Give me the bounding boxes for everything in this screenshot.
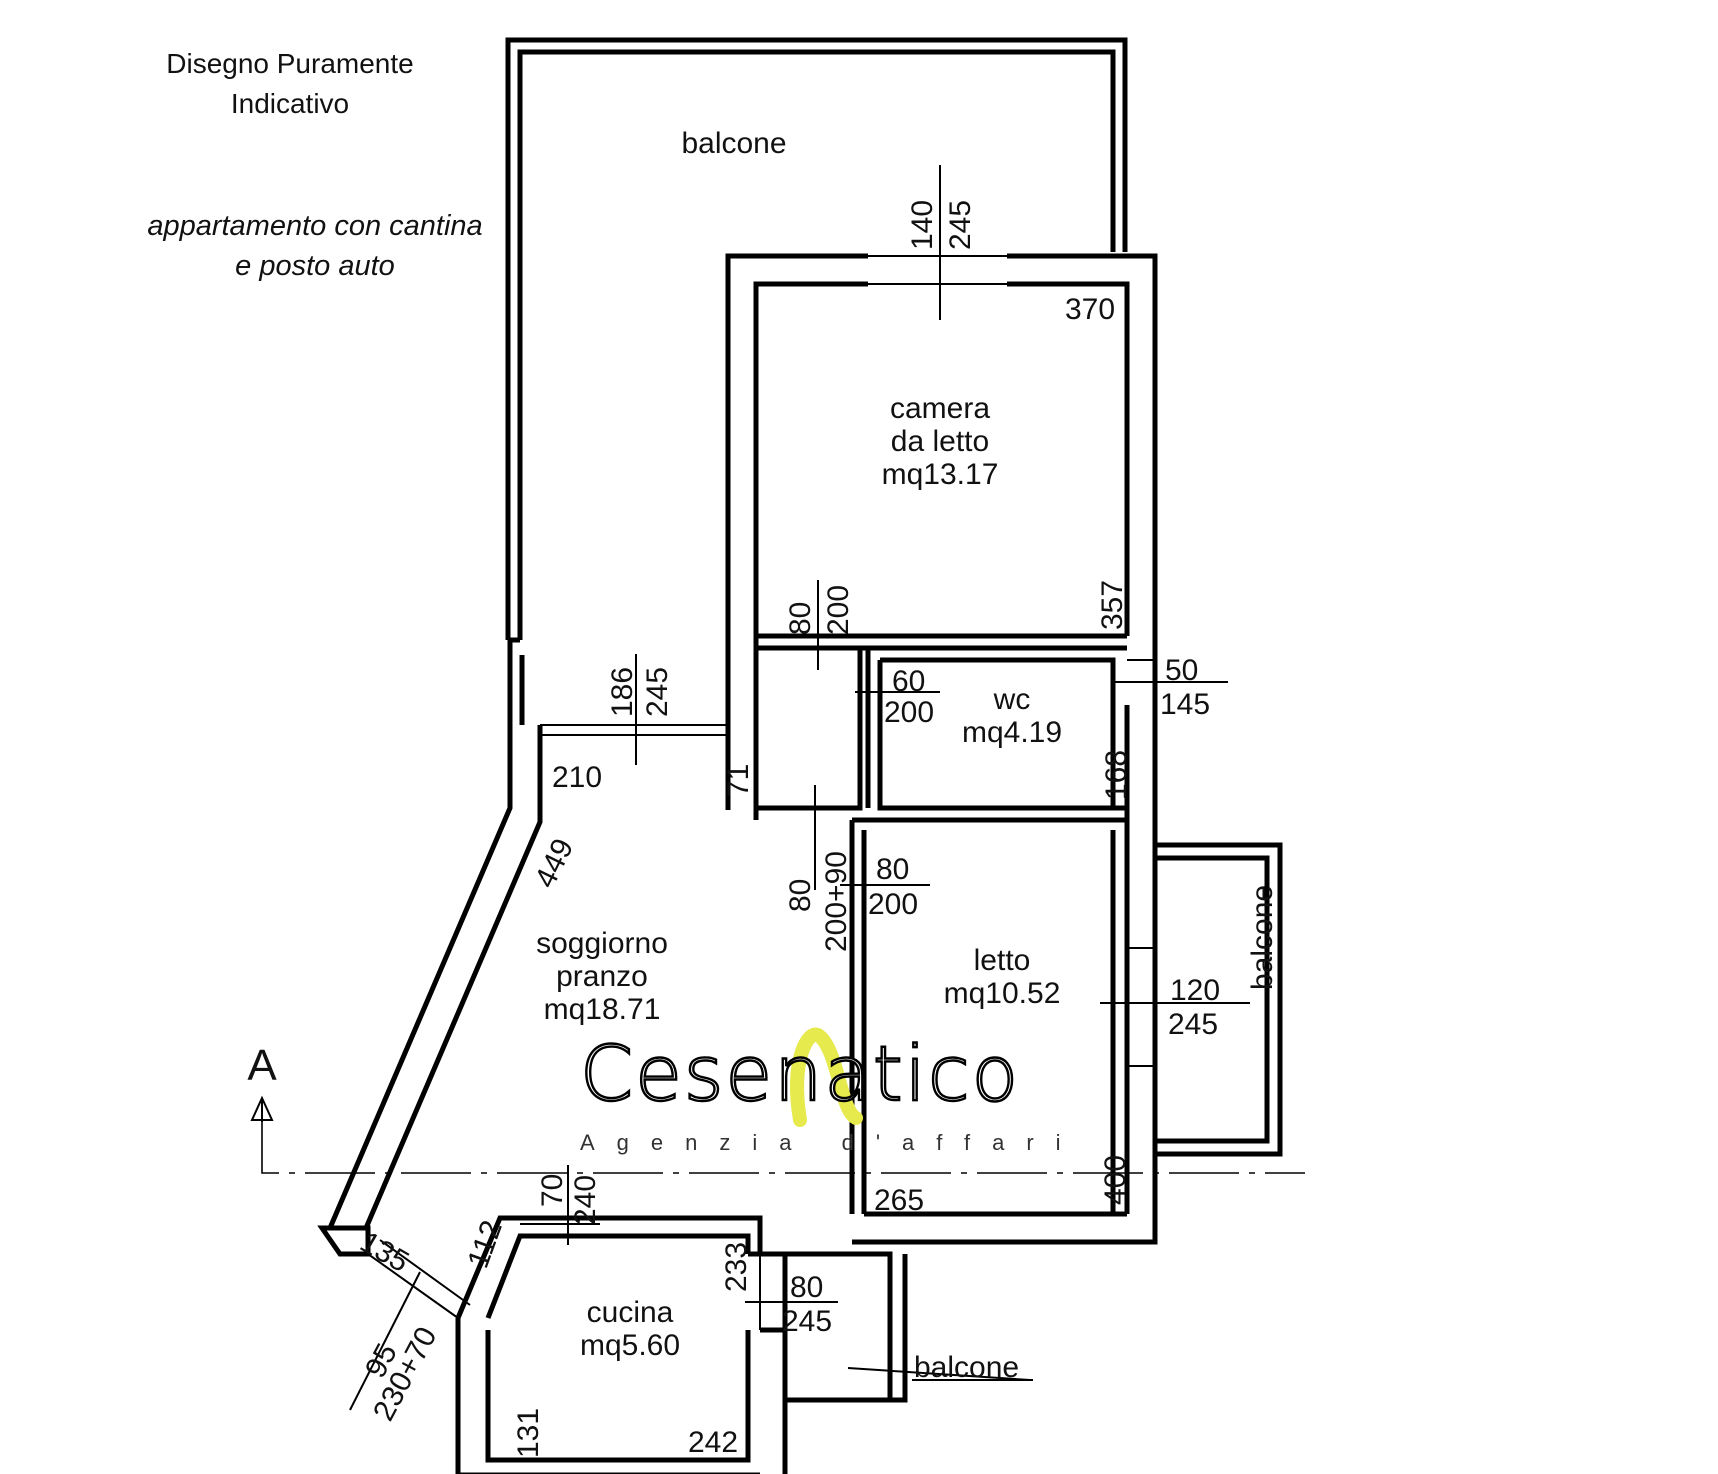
dim-kitchen-door-width: 80: [790, 1271, 823, 1304]
room-label-soggiorno: soggiorno pranzo mq18.71: [536, 927, 668, 1026]
dim-kitchen-opening-width: 70: [536, 1174, 569, 1207]
wc-label: wc: [993, 683, 1031, 716]
dim-wc-depth: 168: [1100, 750, 1133, 800]
description-line-1: appartamento con cantina: [147, 210, 483, 242]
dim-living-window-width: 186: [606, 667, 639, 717]
cucina-label: cucina: [587, 1296, 674, 1329]
dim-letto-door-height: 200: [868, 888, 918, 921]
letto-label: letto: [974, 944, 1031, 977]
dim-233: 233: [720, 1242, 753, 1292]
soggiorno-label-line-2: pranzo: [556, 960, 648, 993]
dim-camera-door-height: 200: [822, 585, 855, 635]
room-label-balcone-top: balcone: [681, 127, 786, 160]
soggiorno-label-line-1: soggiorno: [536, 927, 668, 960]
camera-area: mq13.17: [882, 458, 999, 491]
dimension-ticks: [349, 165, 1250, 1411]
room-label-wc: wc mq4.19: [962, 683, 1062, 749]
dim-letto-depth: 400: [1099, 1155, 1132, 1205]
dim-135: 135: [355, 1225, 415, 1279]
dim-hall-71: 71: [722, 764, 755, 797]
dim-diagonal-wall: 449: [529, 834, 581, 893]
dim-camera-door-width: 80: [784, 602, 817, 635]
room-label-balcone-bottom: balcone: [914, 1351, 1019, 1384]
dim-hall-door-height: 200+90: [820, 851, 853, 952]
camera-label-line-2: da letto: [891, 425, 989, 458]
section-line-a: [250, 1095, 1305, 1174]
dim-kitchen-depth: 131: [512, 1408, 545, 1458]
dim-hall-door-width: 80: [784, 879, 817, 912]
dim-camera-window-height: 245: [944, 200, 977, 250]
openings: [367, 255, 1155, 1330]
dim-wc-door-height: 200: [884, 696, 934, 729]
logo-accent-mark: [790, 1027, 863, 1127]
room-label-balcone-right: balcone: [1246, 885, 1279, 990]
disclaimer-line-2: Indicativo: [230, 88, 350, 119]
dim-kitchen-width: 242: [688, 1426, 738, 1459]
room-label-letto: letto mq10.52: [944, 944, 1061, 1010]
dim-letto-window-height: 245: [1168, 1008, 1218, 1041]
dim-letto-width: 265: [874, 1184, 924, 1217]
dim-wc-window-height: 145: [1160, 688, 1210, 721]
dim-wc-door-width: 60: [892, 665, 925, 698]
wc-area: mq4.19: [962, 716, 1062, 749]
description-line-2: e posto auto: [235, 250, 395, 282]
disclaimer-note: Disegno Puramente Indicativo: [140, 44, 440, 124]
dim-camera-width: 370: [1065, 293, 1115, 326]
letto-area: mq10.52: [944, 977, 1061, 1010]
dim-camera-depth: 357: [1096, 580, 1129, 630]
agency-logo: Cesenatico Agenzia d'affari: [579, 1028, 1083, 1155]
dim-kitchen-opening-height: 240: [569, 1175, 602, 1225]
dim-kitchen-door-height: 245: [782, 1305, 832, 1338]
camera-label-line-1: camera: [890, 392, 990, 425]
dim-letto-door-width: 80: [876, 853, 909, 886]
room-label-cucina: cucina mq5.60: [580, 1296, 680, 1362]
section-marker-label: A: [247, 1041, 277, 1090]
dim-living-window-height: 245: [641, 667, 674, 717]
dim-living-width: 210: [552, 761, 602, 794]
dim-wc-window-width: 50: [1165, 654, 1198, 687]
cucina-area: mq5.60: [580, 1329, 680, 1362]
disclaimer-line-1: Disegno Puramente: [166, 48, 414, 79]
description-note: appartamento con cantina e posto auto: [120, 206, 510, 286]
soggiorno-area: mq18.71: [544, 993, 661, 1026]
dim-camera-window-width: 140: [906, 200, 939, 250]
dim-112: 112: [462, 1216, 509, 1272]
dim-letto-window-width: 120: [1170, 974, 1220, 1007]
room-label-camera: camera da letto mq13.17: [882, 392, 999, 491]
logo-name: Cesenatico: [580, 1029, 1020, 1118]
logo-tagline: Agenzia d'affari: [580, 1130, 1083, 1155]
